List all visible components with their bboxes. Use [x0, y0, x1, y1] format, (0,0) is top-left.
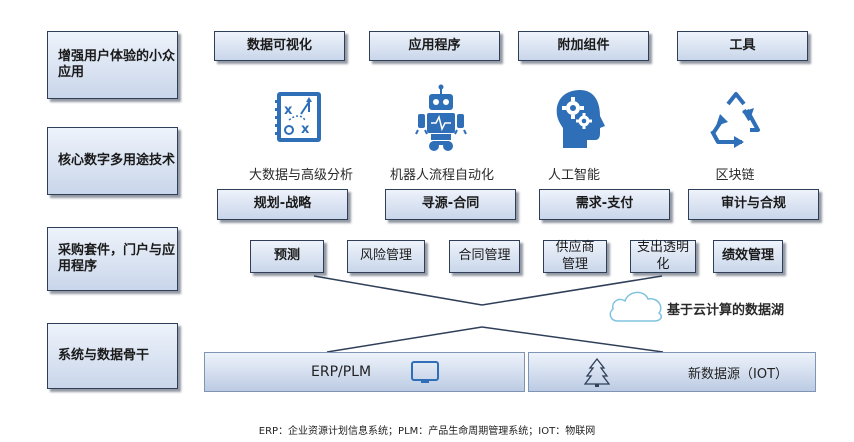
robot-icon — [415, 84, 467, 151]
module-box-supplier: 供应商管理 — [543, 240, 607, 273]
layer-label-experience: 增强用户体验的小众应用 — [47, 31, 178, 99]
tech-caption-ai: 人工智能 — [547, 168, 600, 183]
layer-label-technology: 核心数字多用途技术 — [47, 127, 178, 195]
stage-label: 规划-战略 — [253, 196, 312, 212]
layer-label-suite: 采购套件，门户与应用程序 — [47, 227, 178, 291]
experience-label: 应用程序 — [408, 37, 461, 53]
module-label: 合同管理 — [458, 248, 511, 264]
stage-box-audit: 审计与合规 — [688, 189, 819, 220]
module-box-spend: 支出透明化 — [630, 240, 696, 273]
experience-box-addons: 附加组件 — [518, 31, 649, 61]
backbone-label-iot: 新数据源（IOT） — [688, 366, 789, 382]
svg-text:x: x — [301, 122, 310, 137]
stage-box-planning: 规划-战略 — [217, 189, 348, 220]
analytics-icon: x x — [275, 92, 321, 142]
module-box-performance: 绩效管理 — [713, 240, 783, 273]
tech-caption-analytics: 大数据与高级分析 — [248, 168, 353, 183]
tablet-icon — [411, 361, 439, 383]
module-label: 供应商管理 — [555, 240, 595, 272]
module-label: 预测 — [273, 248, 300, 264]
experience-box-tools: 工具 — [677, 31, 808, 61]
experience-box-apps: 应用程序 — [369, 31, 500, 61]
module-box-forecast: 预测 — [250, 240, 324, 273]
stage-box-demand-pay: 需求-支付 — [539, 189, 670, 220]
layer-label-text: 采购套件，门户与应用程序 — [58, 242, 176, 274]
recycle-icon — [710, 92, 760, 148]
tree-icon — [584, 358, 610, 387]
experience-box-visualization: 数据可视化 — [214, 31, 345, 61]
module-label: 支出透明化 — [636, 240, 689, 272]
layer-label-backbone: 系统与数据骨干 — [47, 323, 178, 389]
experience-label: 数据可视化 — [246, 37, 312, 53]
stage-box-sourcing: 寻源-合同 — [385, 189, 516, 220]
module-label: 绩效管理 — [721, 248, 774, 264]
module-box-contract: 合同管理 — [449, 240, 520, 273]
backbone-bar-iot: 新数据源（IOT） — [528, 352, 816, 392]
layer-label-text: 增强用户体验的小众应用 — [58, 48, 176, 80]
svg-text:x: x — [284, 103, 293, 118]
layer-label-text: 系统与数据骨干 — [58, 347, 150, 363]
cloud-label: 基于云计算的数据湖 — [667, 303, 785, 318]
stage-label: 需求-支付 — [575, 196, 634, 212]
brain-gear-icon — [556, 90, 605, 148]
stage-label: 寻源-合同 — [421, 196, 480, 212]
module-box-risk: 风险管理 — [347, 240, 425, 273]
tech-caption-rpa: 机器人流程自动化 — [389, 168, 494, 183]
footnote: ERP：企业资源计划信息系统；PLM：产品生命周期管理系统；IOT：物联网 — [258, 426, 596, 437]
cloud-icon — [609, 291, 662, 322]
stage-label: 审计与合规 — [720, 196, 786, 212]
experience-label: 附加组件 — [557, 37, 610, 53]
backbone-label-erp: ERP/PLM — [311, 364, 372, 380]
experience-label: 工具 — [729, 37, 756, 53]
tech-caption-blockchain: 区块链 — [715, 168, 755, 183]
backbone-bar-erp: ERP/PLM — [204, 352, 525, 392]
layer-label-text: 核心数字多用途技术 — [58, 152, 176, 168]
module-label: 风险管理 — [359, 248, 412, 264]
